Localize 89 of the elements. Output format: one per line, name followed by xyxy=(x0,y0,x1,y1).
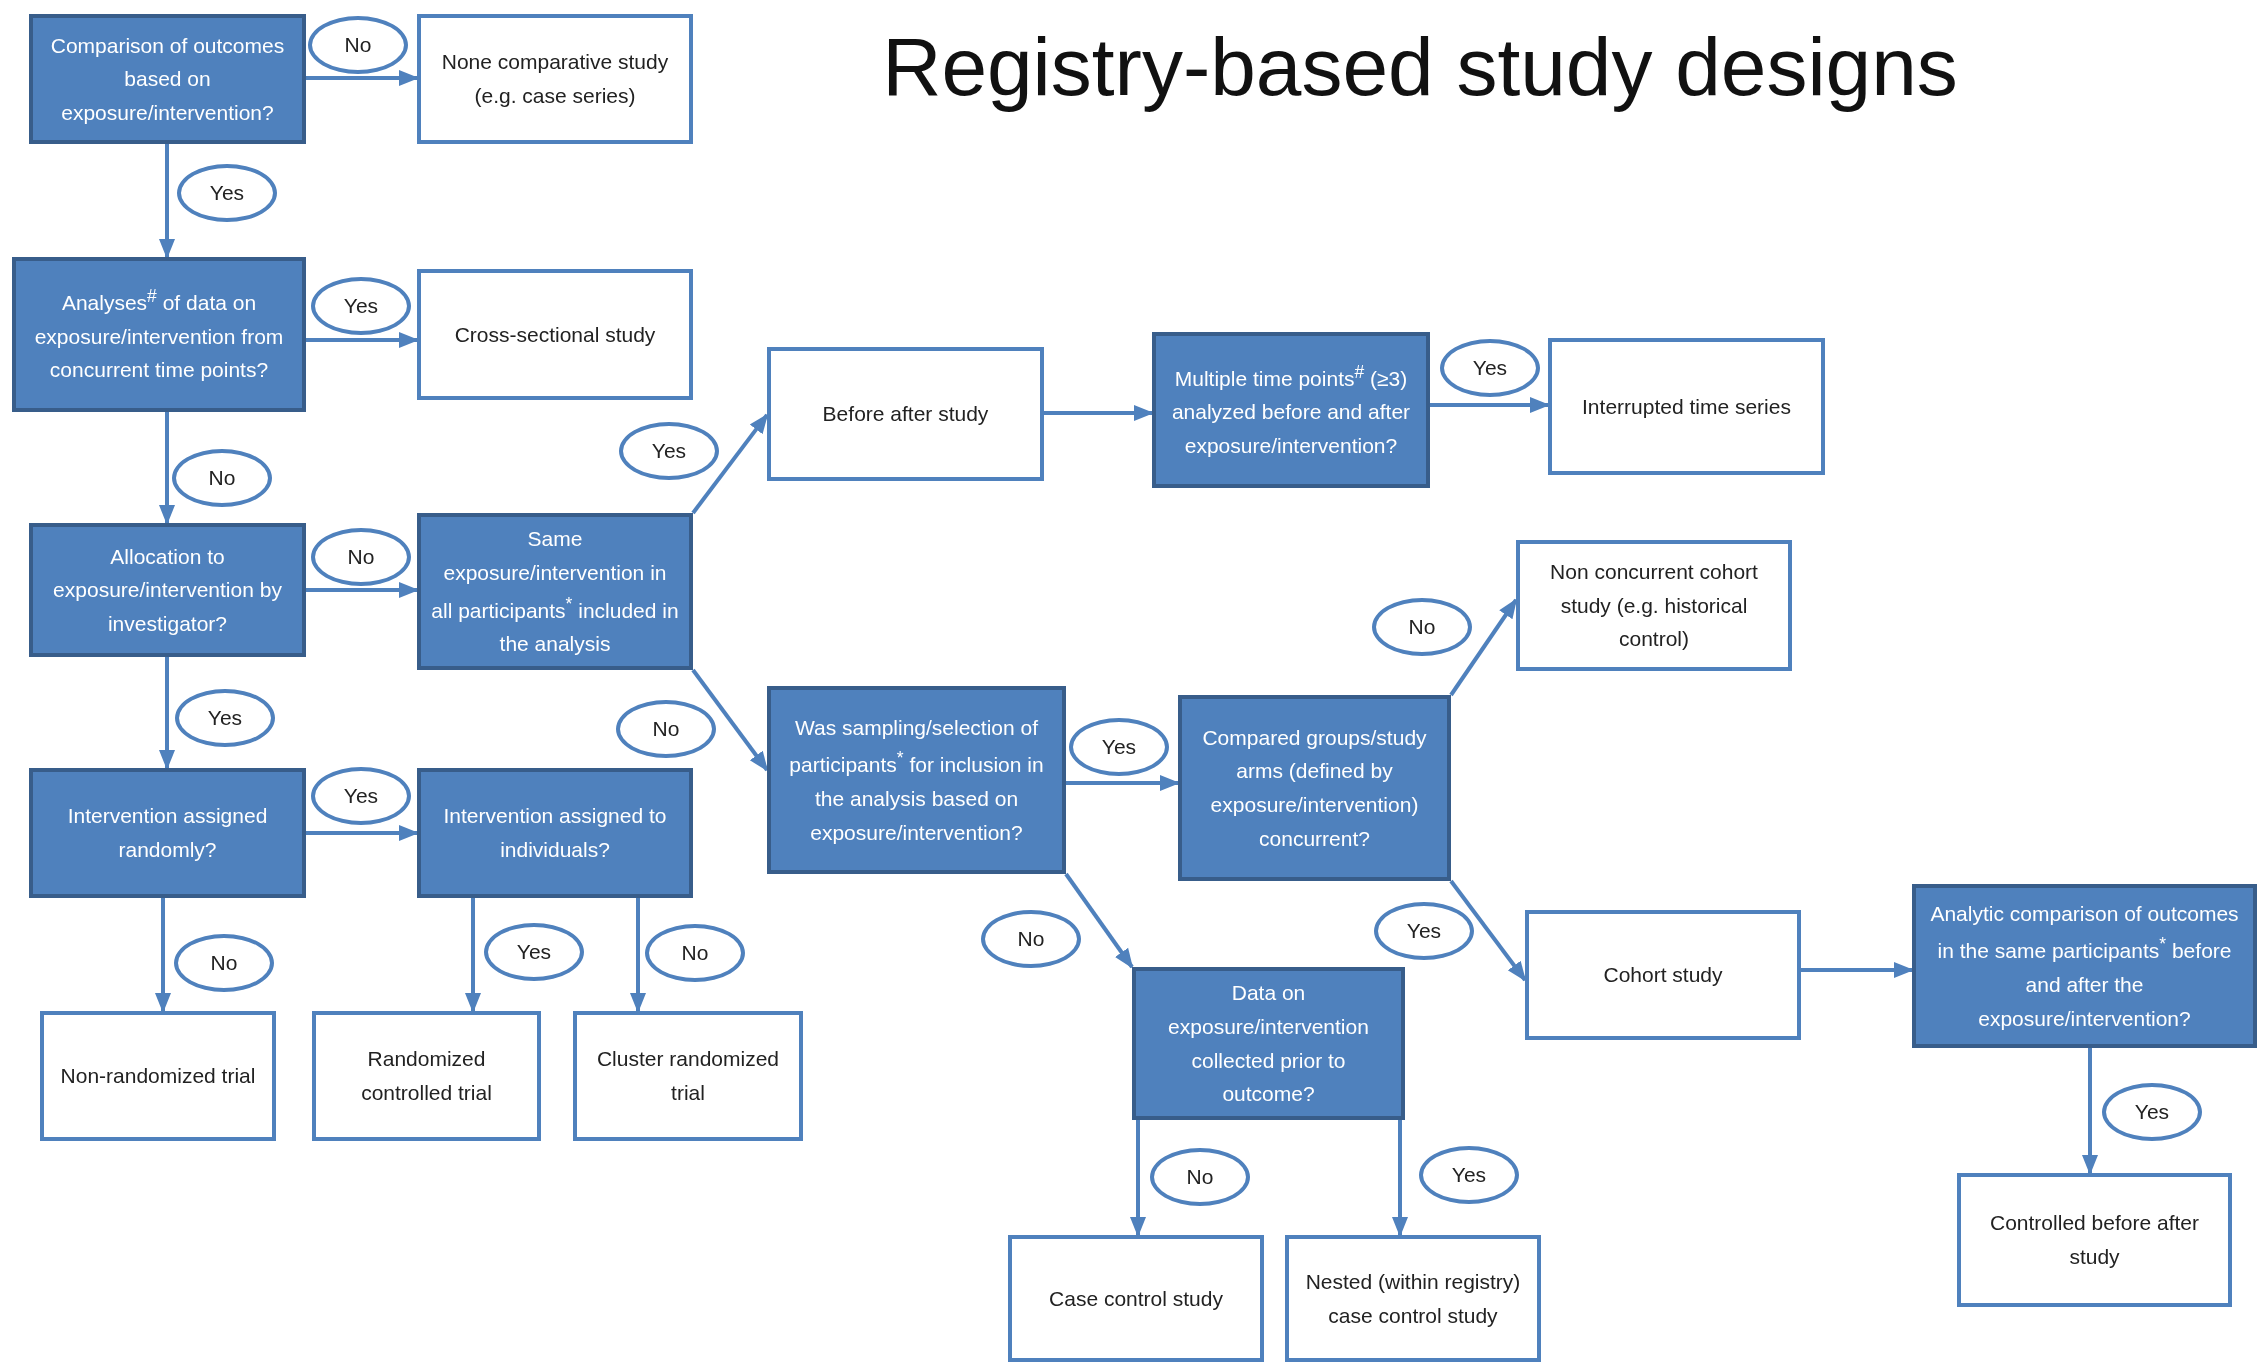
outcome-box xyxy=(417,14,693,144)
arrow xyxy=(1044,405,1154,421)
arrow xyxy=(1130,1120,1146,1237)
edge-label: Yes xyxy=(1440,339,1540,397)
arrow xyxy=(1801,962,1914,978)
arrow xyxy=(691,668,769,772)
arrow xyxy=(306,70,419,86)
node-text: Allocation to exposure/intervention by investigator? xyxy=(52,543,283,637)
edge-label: Yes xyxy=(311,767,411,825)
outcome-box xyxy=(1957,1173,2232,1307)
outcome-box xyxy=(417,269,693,400)
decision-box xyxy=(1178,695,1451,881)
node-text: Same exposure/intervention in all participants$^{*}$ included in the analysis xyxy=(431,526,679,658)
arrow xyxy=(691,413,769,515)
node-text: Intervention assigned randomly? xyxy=(66,803,269,863)
outcome-box xyxy=(40,1011,276,1141)
arrow xyxy=(1064,872,1134,969)
decision-box xyxy=(1132,967,1405,1120)
node-text: Cross-sectional study xyxy=(454,321,656,348)
decision-box xyxy=(29,523,306,657)
arrow xyxy=(159,144,175,259)
node-text: Before after study xyxy=(822,401,989,428)
edge-label: No xyxy=(172,449,272,507)
node-text: Non concurrent cohort study (e.g. historical control) xyxy=(1549,559,1759,653)
node-text: Data on exposure/intervention collected prior to outcome? xyxy=(1167,980,1370,1108)
arrow xyxy=(159,412,175,525)
arrow xyxy=(1449,598,1518,697)
arrow xyxy=(155,898,171,1013)
edge-label: Yes xyxy=(175,689,275,747)
edge-label: No xyxy=(174,934,274,992)
node-text: Interrupted time series xyxy=(1582,393,1791,420)
arrow xyxy=(2082,1048,2098,1175)
decision-box xyxy=(767,686,1066,874)
node-text: Comparison of outcomes based on exposure/intervention? xyxy=(49,32,286,126)
node-text: None comparative study (e.g. case series) xyxy=(440,49,670,109)
decision-box xyxy=(29,768,306,898)
outcome-box xyxy=(1548,338,1825,475)
arrow xyxy=(1392,1120,1408,1237)
edge-label: Yes xyxy=(1069,718,1169,776)
decision-box xyxy=(1152,332,1430,488)
edge-label: No xyxy=(1150,1148,1250,1206)
node-text: Cohort study xyxy=(1603,962,1723,989)
outcome-box xyxy=(1008,1235,1264,1362)
edge-label: No xyxy=(1372,598,1472,656)
node-text: Controlled before after study xyxy=(1989,1210,2200,1270)
node-text: Case control study xyxy=(1049,1285,1223,1312)
decision-box xyxy=(29,14,306,144)
arrow xyxy=(1430,397,1550,413)
edge-label: No xyxy=(645,924,745,982)
arrow xyxy=(1066,775,1180,791)
edge-label: Yes xyxy=(311,277,411,335)
edge-label: No xyxy=(311,528,411,586)
arrow xyxy=(1449,879,1527,982)
edge-label: Yes xyxy=(177,164,277,222)
decision-box xyxy=(417,513,693,670)
node-text: Non-randomized trial xyxy=(60,1063,256,1090)
outcome-box xyxy=(573,1011,803,1141)
outcome-box xyxy=(1516,540,1792,671)
arrow xyxy=(630,898,646,1013)
arrow xyxy=(306,582,419,598)
arrow xyxy=(306,332,419,348)
edge-label: Yes xyxy=(619,422,719,480)
edge-label: No xyxy=(308,16,408,74)
node-text: Nested (within registry) case control study xyxy=(1304,1268,1522,1329)
node-text: Cluster randomized trial xyxy=(595,1046,781,1106)
decision-box xyxy=(1912,884,2257,1048)
edge-label: No xyxy=(616,700,716,758)
outcome-box xyxy=(767,347,1044,481)
edge-label: Yes xyxy=(1374,902,1474,960)
edge-label: Yes xyxy=(2102,1083,2202,1141)
node-text: Analytic comparison of outcomes in the same participants$^{*}$ before and after the exposure/intervention? xyxy=(1929,900,2240,1032)
node-text: Compared groups/study arms (defined by exposure/intervention) concurrent? xyxy=(1201,724,1428,852)
decision-box xyxy=(12,257,306,412)
arrow xyxy=(465,898,481,1013)
diagram-title: Registry-based study designs xyxy=(881,20,1959,114)
edge-label: No xyxy=(981,910,1081,968)
decision-box xyxy=(417,768,693,898)
arrow xyxy=(306,825,419,841)
node-text: Multiple time points$^{#}$ (≥3) analyzed before and after exposure/intervention? xyxy=(1170,360,1412,459)
arrow xyxy=(159,657,175,770)
outcome-box xyxy=(1525,910,1801,1040)
outcome-box xyxy=(312,1011,541,1141)
edge-label: Yes xyxy=(484,923,584,981)
outcome-box xyxy=(1285,1235,1541,1362)
node-text: Randomized controlled trial xyxy=(360,1046,493,1106)
edge-label: Yes xyxy=(1419,1146,1519,1204)
node-text: Intervention assigned to individuals? xyxy=(442,803,668,863)
node-text: Was sampling/selection of participants$^{*}$ for inclusion in the analysis based on exposure/intervention? xyxy=(788,714,1045,846)
node-text: Analyses$^{#}$ of data on exposure/intervention from concurrent time points? xyxy=(33,285,285,384)
